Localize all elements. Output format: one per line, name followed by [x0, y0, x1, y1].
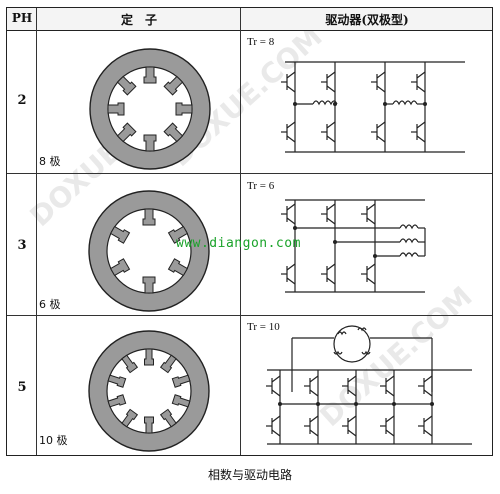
stator-diagram	[88, 330, 210, 452]
phase-number: 5	[17, 380, 27, 395]
stator-pole	[175, 102, 193, 116]
stator-pole	[116, 75, 137, 96]
tr-label: Tr = 8	[247, 36, 275, 48]
col-divider	[240, 8, 241, 455]
stator-pole	[121, 408, 139, 428]
stator-diagram	[88, 190, 210, 312]
header-driver: 驱动器(双极型)	[325, 13, 409, 27]
stator-pole	[116, 122, 137, 143]
col-divider	[36, 8, 37, 455]
row-divider	[7, 315, 492, 316]
tr-label: Tr = 10	[247, 321, 280, 333]
stator-pole	[107, 394, 127, 408]
stator-pole	[171, 374, 191, 388]
phase-number: 2	[17, 93, 27, 108]
header-stator: 定 子	[120, 13, 157, 27]
stator-pole	[144, 416, 154, 434]
stator-pole	[163, 122, 184, 143]
stator-pole	[167, 225, 189, 244]
stator-pole	[163, 75, 184, 96]
pole-count: 6 极	[39, 298, 61, 311]
driver-circuit-5ph	[266, 325, 472, 445]
driver-circuit-2ph	[281, 61, 465, 153]
phase-driver-table: PH 定 子 驱动器(双极型) 2 8 极 Tr = 8 3 6 极 Tr = …	[6, 7, 493, 456]
driver-circuit-3ph	[281, 199, 426, 293]
pole-count: 8 极	[39, 155, 61, 168]
row-divider	[7, 173, 492, 174]
stator-pole	[107, 102, 125, 116]
table-header-row: PH 定 子 驱动器(双极型)	[7, 8, 492, 31]
stator-pole	[121, 354, 139, 374]
stator-pole	[109, 258, 131, 277]
figure-caption: 相数与驱动电路	[207, 468, 292, 482]
stator-pole	[107, 374, 127, 388]
stator-pole	[143, 66, 157, 84]
stator-pole	[167, 258, 189, 277]
stator-pole	[142, 276, 156, 294]
tr-label: Tr = 6	[247, 180, 275, 192]
phase-number: 3	[17, 238, 27, 253]
stator-pole	[171, 394, 191, 408]
stator-pole	[143, 134, 157, 152]
stator-pole	[144, 348, 154, 366]
stator-pole	[159, 408, 177, 428]
pole-count: 10 极	[39, 434, 68, 447]
header-ph: PH	[11, 11, 33, 25]
stator-diagram	[89, 48, 211, 170]
stator-pole	[109, 225, 131, 244]
stator-pole	[142, 208, 156, 226]
watermark-url: www.diangon.com	[176, 236, 301, 251]
stator-pole	[159, 354, 177, 374]
